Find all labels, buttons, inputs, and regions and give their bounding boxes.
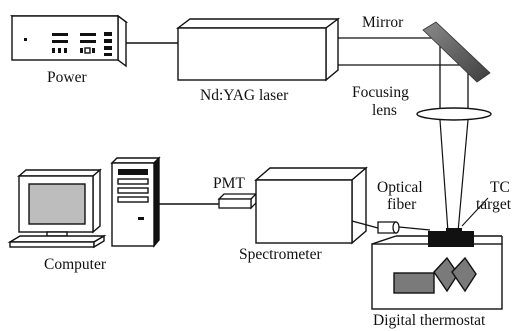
- laser-label: Nd:YAG laser: [200, 87, 289, 104]
- power-supply: [9, 14, 129, 68]
- focusing-lens-label-line2: lens: [372, 102, 397, 119]
- focused-beam: [439, 119, 469, 233]
- thermostat: [371, 235, 503, 310]
- tc-pointer: [461, 197, 489, 227]
- tc-target: [428, 228, 474, 247]
- power-label: Power: [47, 69, 87, 86]
- optical-fiber-label-line2: fiber: [387, 196, 417, 213]
- tc-label-line1: TC: [490, 179, 510, 196]
- spectrometer-label: Spectrometer: [239, 246, 322, 263]
- computer: [7, 156, 161, 249]
- thermostat-label: Digital thermostat: [373, 312, 486, 329]
- optical-fiber-label-line1: Optical: [377, 179, 423, 196]
- optical-fiber: [351, 220, 431, 234]
- tc-label-line2: target: [476, 196, 512, 213]
- mirror: [422, 21, 491, 83]
- computer-label: Computer: [44, 256, 106, 273]
- focusing-lens: [416, 107, 492, 121]
- mirror-label: Mirror: [362, 14, 404, 31]
- laser-box: [175, 17, 341, 82]
- spectrometer-box: [254, 166, 368, 245]
- pmt: [217, 192, 258, 210]
- pmt-label: PMT: [213, 175, 245, 192]
- focusing-lens-label-line1: Focusing: [352, 84, 409, 101]
